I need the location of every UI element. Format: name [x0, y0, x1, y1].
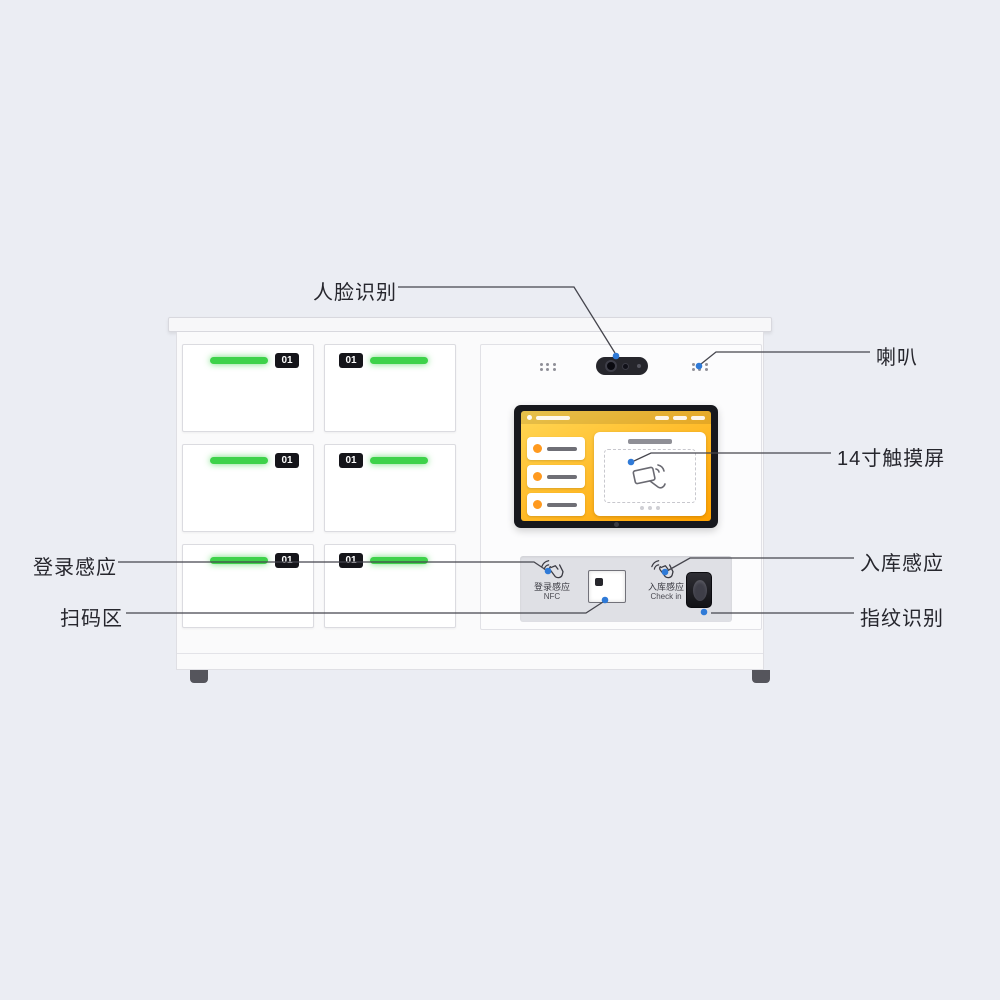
door-number-badge: 01	[339, 353, 363, 368]
callout-touchscreen: 14寸触摸屏	[837, 448, 946, 470]
screen-card-panel	[594, 432, 706, 516]
door-number-badge: 01	[275, 453, 299, 468]
fingerprint-reader	[686, 572, 712, 608]
screen-menu-button	[527, 437, 585, 460]
qr-scanner-window	[588, 570, 626, 603]
speaker-grille-right	[690, 362, 710, 372]
callout-login-sensor: 登录感应	[33, 557, 117, 579]
screen-logo-placeholder	[527, 415, 570, 420]
card-pagination-dots	[594, 506, 706, 510]
locker-door: 01	[182, 344, 314, 432]
screen-menu-button	[527, 493, 585, 516]
callout-scan-area: 扫码区	[60, 608, 123, 630]
locker-door: 01	[324, 544, 456, 628]
led-strip	[370, 357, 428, 364]
locker-door: 01	[182, 444, 314, 532]
callout-speaker: 喇叭	[876, 347, 918, 369]
led-strip	[210, 457, 268, 464]
camera-ir-lens-icon	[622, 363, 629, 370]
camera-indicator-icon	[637, 364, 641, 368]
led-strip	[370, 557, 428, 564]
menu-label-placeholder	[547, 474, 577, 479]
menu-icon	[533, 500, 542, 509]
led-strip	[210, 357, 268, 364]
locker-door: 01	[324, 444, 456, 532]
scanner-camera-icon	[595, 578, 603, 586]
card-swipe-zone	[604, 449, 696, 503]
locker-door: 01	[182, 544, 314, 628]
fingerprint-sensor-icon	[693, 580, 707, 601]
screen-home-dot	[614, 522, 619, 527]
screen-status-placeholder	[655, 415, 705, 420]
screen-menu-button	[527, 465, 585, 488]
nfc-reader-label: 登录感应 NFC	[533, 582, 570, 602]
callout-checkin-sensor: 入库感应	[860, 553, 944, 575]
door-number-badge: 01	[275, 353, 299, 368]
callout-fingerprint: 指纹识别	[860, 608, 944, 630]
door-number-badge: 01	[339, 453, 363, 468]
menu-label-placeholder	[547, 446, 577, 451]
cabinet-foot-left	[190, 670, 208, 683]
checkin-tap-hand-icon	[651, 560, 674, 579]
locker-door: 01	[324, 344, 456, 432]
led-strip	[370, 457, 428, 464]
nfc-tap-hand-icon	[541, 560, 564, 579]
door-number-badge: 01	[275, 553, 299, 568]
menu-label-placeholder	[547, 502, 577, 507]
led-strip	[210, 557, 268, 564]
speaker-grille-left	[538, 362, 558, 372]
menu-icon	[533, 472, 542, 481]
screen-topbar	[521, 411, 711, 424]
touchscreen	[521, 411, 711, 521]
face-camera	[596, 357, 648, 375]
door-number-badge: 01	[339, 553, 363, 568]
checkin-reader-label: 入库感应 Check in	[647, 582, 684, 602]
card-title-placeholder	[628, 439, 672, 444]
cabinet-top	[168, 317, 772, 332]
cabinet-base-seam	[177, 653, 763, 654]
menu-icon	[533, 444, 542, 453]
hand-card-illustration	[632, 464, 666, 489]
callout-face-recognition: 人脸识别	[313, 282, 397, 304]
cabinet-foot-right	[752, 670, 770, 683]
camera-lens-icon	[605, 360, 617, 372]
